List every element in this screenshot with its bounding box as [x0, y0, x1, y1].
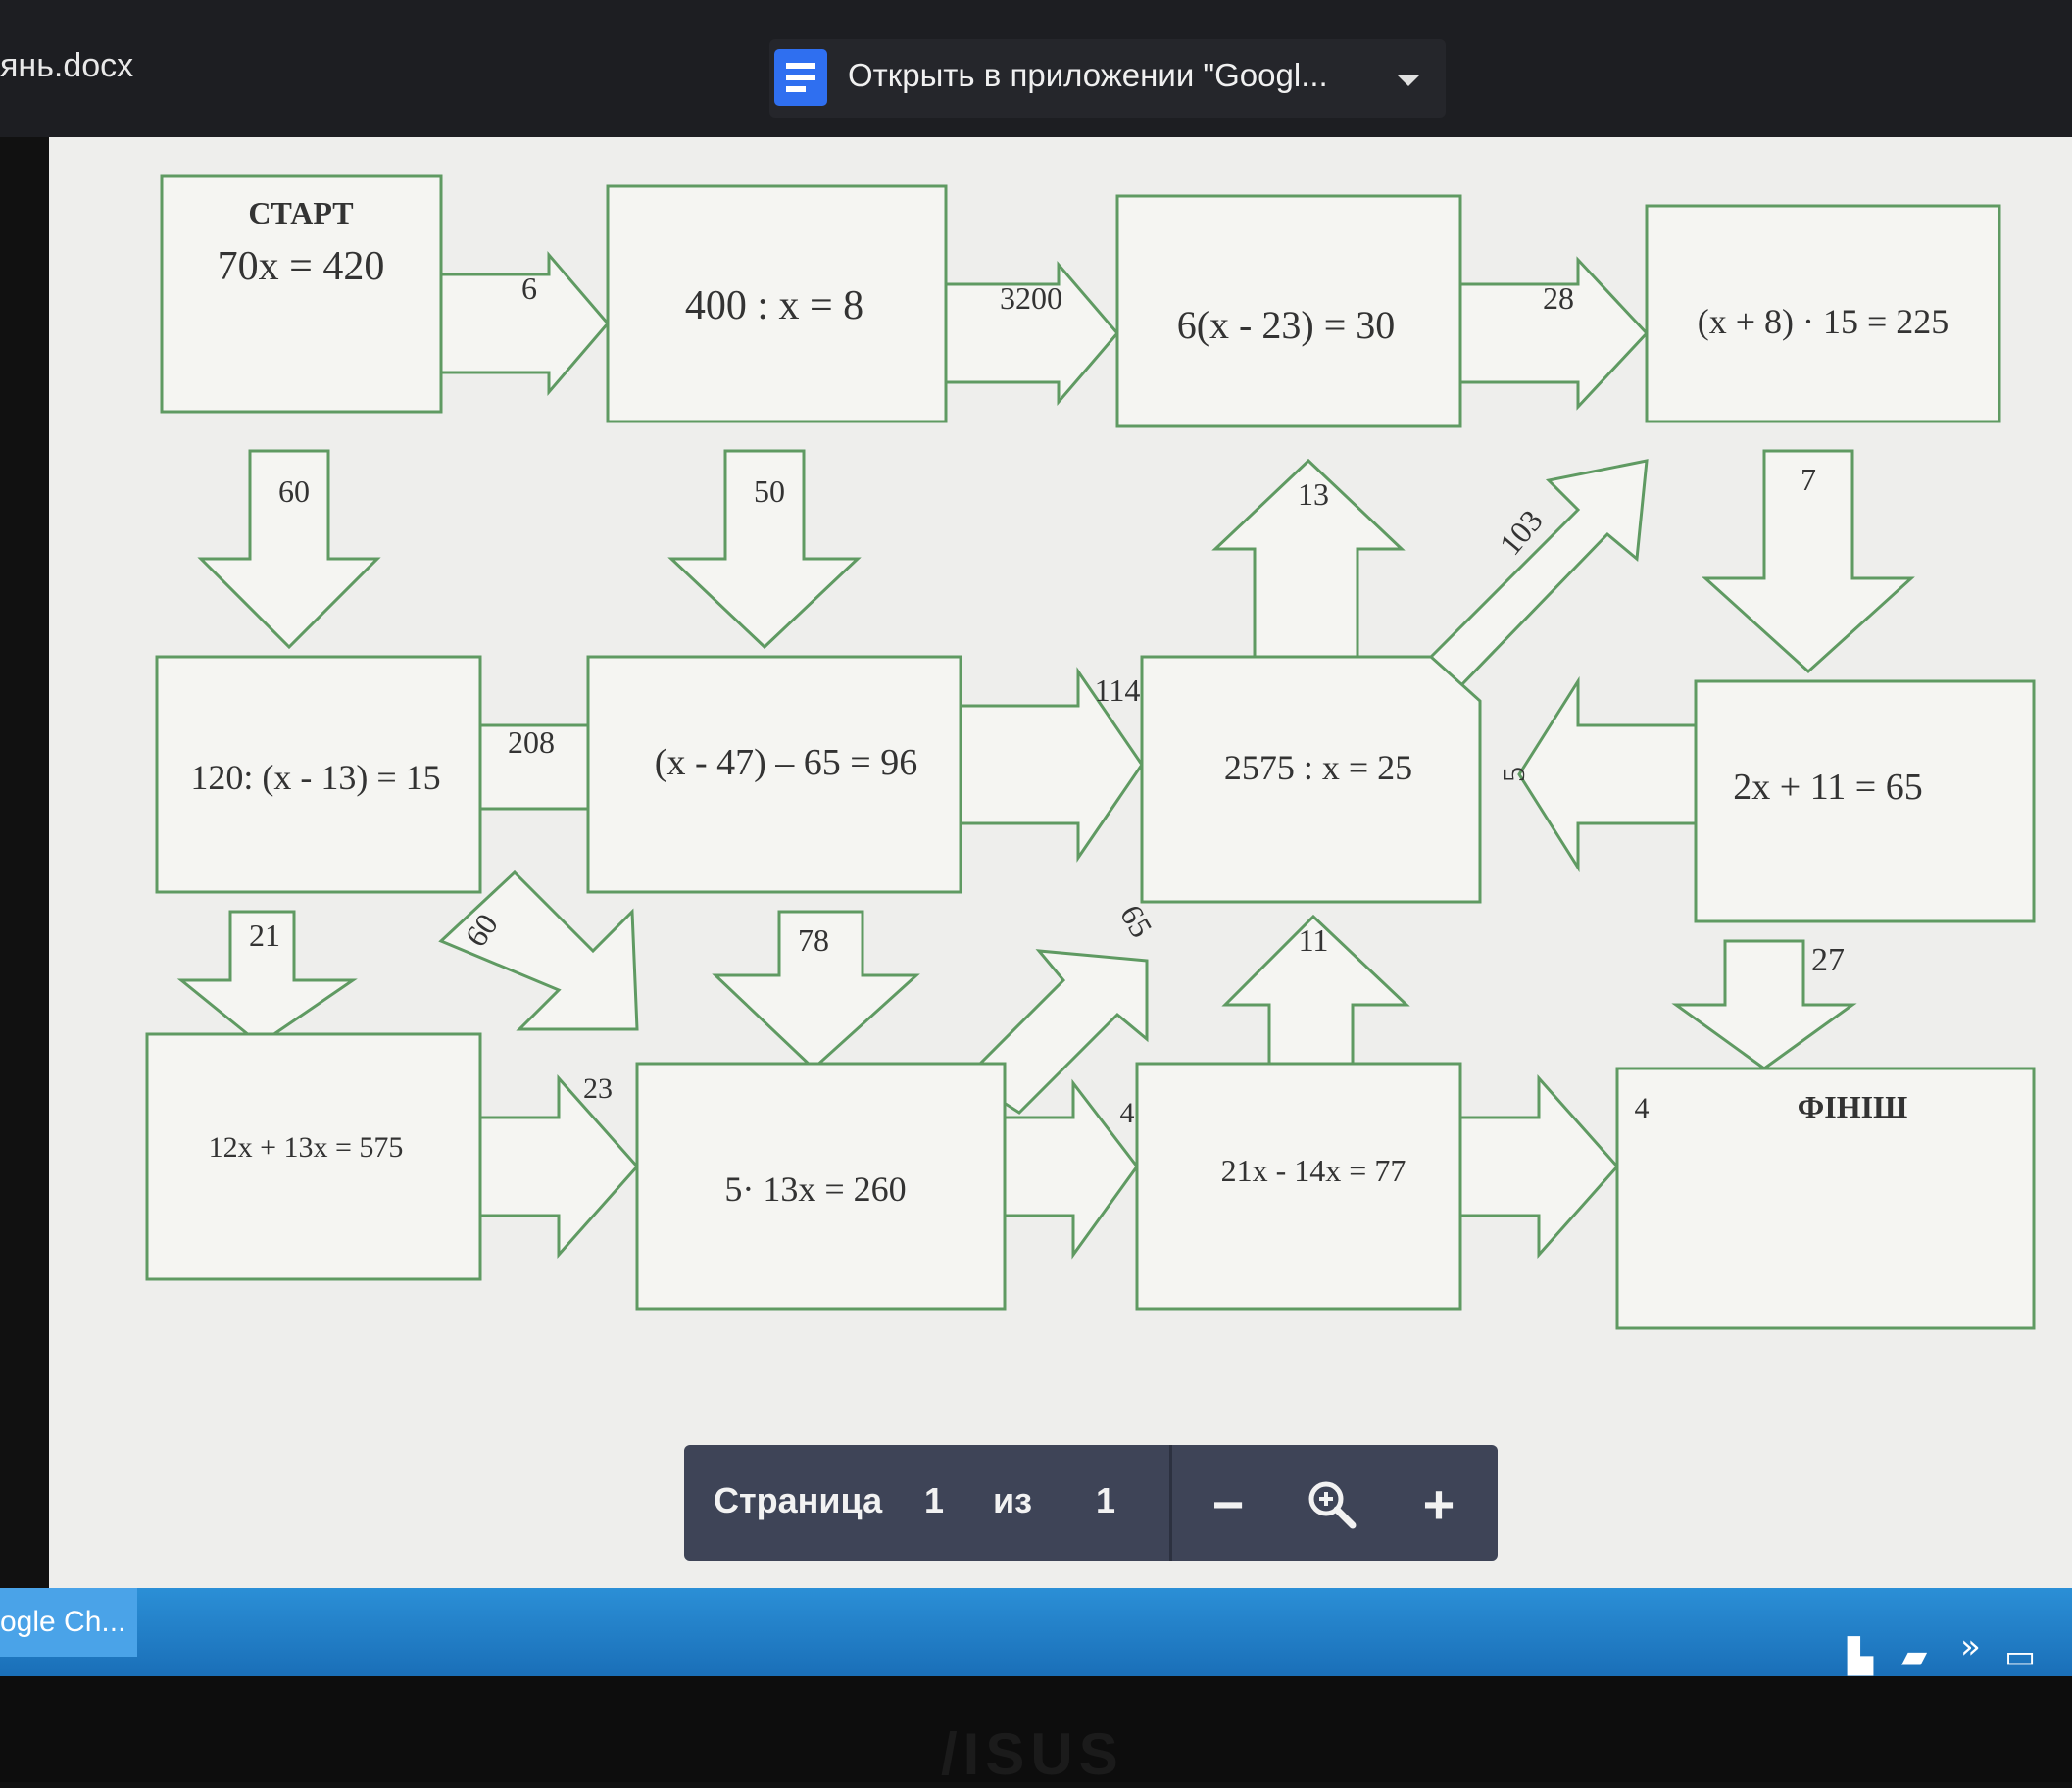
equation-box [586, 655, 962, 894]
arrow-down [712, 910, 920, 1071]
arrow-label: 208 [508, 724, 555, 760]
equation-text: 6(x - 23) = 30 [1177, 303, 1396, 347]
arrow-down [197, 449, 381, 650]
equation-text: 2575 : x = 25 [1224, 748, 1412, 787]
total-pages: 1 [1096, 1480, 1116, 1520]
arrow-label: 27 [1811, 942, 1845, 978]
arrow-diagonal [438, 869, 639, 1031]
arrow-label: 11 [1299, 922, 1329, 958]
arrow-up [1221, 914, 1410, 1075]
arrow-left [1517, 675, 1698, 873]
equation-text: 21x - 14x = 77 [1221, 1153, 1406, 1188]
chevron-icon[interactable]: » [1960, 1627, 1981, 1666]
equation-text: (x + 8) · 15 = 225 [1698, 302, 1949, 341]
arrow-down [1702, 449, 1915, 674]
equation-text: 12x + 13x = 575 [209, 1131, 404, 1164]
page-of-label: из [993, 1480, 1033, 1520]
arrow-label: 7 [1801, 462, 1816, 497]
arrow-label: 6 [521, 271, 537, 306]
monitor-bezel [0, 1676, 2072, 1782]
taskbar [0, 1588, 2072, 1676]
arrow-up [1211, 458, 1406, 659]
arrow-right [439, 250, 610, 397]
equation-box [1135, 1062, 1462, 1311]
equation-box [606, 184, 948, 423]
arrow-right [1458, 256, 1650, 411]
arrow-label: 50 [754, 473, 785, 509]
arrow-label: 78 [798, 922, 829, 958]
arrow-label: 3200 [1000, 280, 1062, 316]
equation-text: 120: (x - 13) = 15 [190, 758, 440, 797]
current-page[interactable]: 1 [924, 1480, 945, 1520]
arrow-label: 5 [1496, 767, 1531, 782]
arrow-right [944, 260, 1119, 407]
arrow-label: 4 [1635, 1092, 1650, 1124]
file-name: янь.docx [0, 47, 134, 84]
equation-box [1140, 655, 1482, 904]
arrow-right [478, 1074, 640, 1259]
display-icon[interactable]: ▰ [1901, 1637, 1928, 1676]
equation-box [635, 1062, 1007, 1311]
finish-label: ФІНІШ [1798, 1089, 1907, 1124]
arrow-diagonal [1428, 459, 1649, 689]
arrow-label: 114 [1095, 672, 1141, 708]
start-label: СТАРТ [248, 195, 353, 230]
equation-box [155, 655, 482, 894]
network-icon[interactable]: ▙ [1848, 1637, 1874, 1676]
arrow-right [1003, 1078, 1139, 1260]
open-in-app-button[interactable] [769, 39, 1446, 118]
flowchart: СТАРТ 70x = 420 400 : x = 8 6(x - 23) = … [145, 174, 2036, 1330]
equation-text: (x - 47) – 65 = 96 [655, 742, 917, 783]
zoom-icon[interactable] [1292, 1465, 1370, 1543]
equation-box [1694, 679, 2036, 923]
equation-text: 2x + 11 = 65 [1733, 767, 1922, 808]
chevron-down-icon[interactable] [1397, 74, 1420, 86]
taskbar-item-browser[interactable]: ogle Ch... [0, 1588, 137, 1657]
open-in-app-label: Открыть в приложении "Googl... [848, 57, 1328, 93]
arrow-label: 60 [278, 473, 310, 509]
arrow-down [667, 449, 862, 650]
equation-text: 400 : x = 8 [685, 283, 863, 328]
page-label: Страница [714, 1480, 883, 1520]
equation-box [1115, 194, 1462, 428]
brand-logo: /ISUS [941, 1721, 1124, 1787]
docs-icon [774, 49, 827, 106]
arrow-down [1671, 939, 1857, 1070]
divider [1169, 1445, 1172, 1561]
arrow-right [1458, 1074, 1620, 1259]
document-page: СТАРТ 70x = 420 400 : x = 8 6(x - 23) = … [49, 137, 2072, 1588]
arrow-label: 21 [249, 918, 280, 953]
page-navigator: Страница 1 из 1 − + [684, 1445, 1498, 1561]
arrow-label: 23 [583, 1072, 613, 1105]
arrow-label: 13 [1298, 476, 1329, 512]
finish-box [1615, 1067, 2036, 1330]
equation-box [145, 1032, 482, 1281]
arrow-right [959, 667, 1144, 863]
equation-text: 5· 13x = 260 [724, 1169, 906, 1209]
zoom-in-button[interactable]: + [1422, 1472, 1455, 1535]
equation-text: 70x = 420 [218, 244, 385, 289]
arrow-label: 65 [1113, 899, 1159, 944]
arrow-diagonal [962, 949, 1149, 1115]
zoom-out-button[interactable]: − [1211, 1472, 1245, 1535]
arrow-label: 28 [1543, 280, 1574, 316]
equation-box [1645, 204, 2001, 423]
arrow-label: 4 [1120, 1097, 1135, 1129]
battery-icon[interactable]: ▭ [2004, 1637, 2037, 1676]
start-box [160, 174, 443, 414]
arrow-down [176, 910, 358, 1046]
